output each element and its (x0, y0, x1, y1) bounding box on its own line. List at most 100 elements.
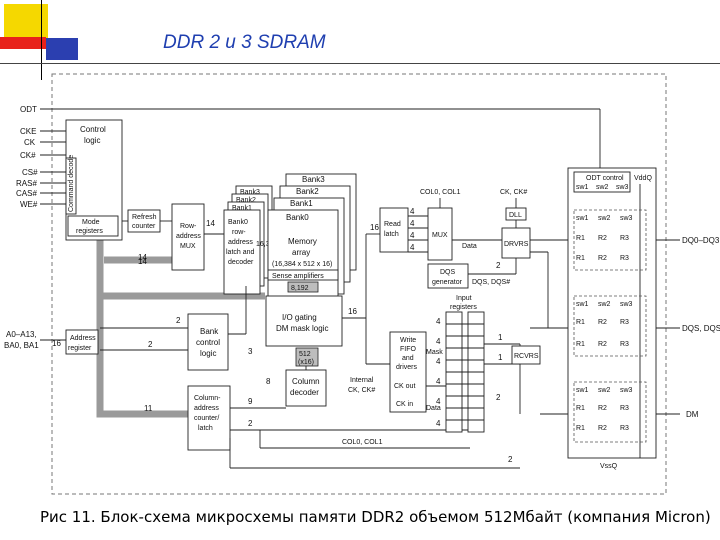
row-latch-label-4: latch and (226, 249, 255, 256)
size-8192-box (287, 281, 319, 293)
bank-control-label-3: logic (200, 349, 216, 358)
dll-label: DLL (509, 212, 522, 219)
rcvrs-label: RCVRS (514, 353, 539, 360)
bus-width-11: 11 (144, 404, 153, 413)
data-small-label: Data (426, 405, 441, 412)
bus-width-2-e: 2 (496, 261, 501, 270)
memory-array-label-1: Bank0 (286, 213, 309, 222)
ck-in-label: CK in (396, 401, 413, 408)
column-decoder-block (285, 369, 327, 407)
write-fifo-label-2: FIFO (400, 346, 416, 353)
bus-width-4-f: 4 (436, 337, 441, 346)
odt-group-bottom: sw1 sw2 sw3 R1 R2 R3 R1 R2 R3 (573, 381, 647, 443)
write-fifo-label-4: drivers (396, 364, 418, 371)
output-dm: DM (686, 410, 699, 419)
bus-width-1-a: 1 (498, 333, 503, 342)
bus-width-14-a: 14 (138, 253, 147, 262)
row-latch-bank2: Bank2 (236, 197, 256, 204)
odt-termination-block (567, 167, 657, 459)
write-fifo-label-3: and (402, 355, 414, 362)
mux-block (427, 207, 453, 261)
bank-control-label-1: Bank (200, 327, 219, 336)
bus-width-9: 9 (248, 397, 253, 406)
signal-bank-address: BA0, BA1 (4, 341, 39, 350)
bus-width-16-address: 16 (52, 339, 61, 348)
memory-array-label-3: array (292, 248, 310, 257)
odt-bot-sw1: sw1 (576, 387, 589, 394)
mask-label: Mask (426, 349, 443, 356)
signal-cs: CS# (22, 168, 38, 177)
io-gating-label-1: I/O gating (282, 313, 317, 322)
odt-control-block (573, 171, 631, 193)
odt-top-r3b: R3 (620, 255, 629, 262)
size-512-label: 512 (299, 351, 311, 358)
decor-red-bar (0, 37, 46, 49)
sense-amplifiers-label: Sense amplifiers (272, 273, 324, 280)
odt-bot-r3b: R3 (620, 425, 629, 432)
bank-control-label-2: control (196, 338, 220, 347)
odt-bot-r1b: R1 (576, 425, 585, 432)
bus-width-2-f: 2 (496, 393, 501, 402)
size-x16-label: (x16) (298, 359, 314, 366)
input-lines (40, 108, 601, 341)
memory-bank1: Bank1 (290, 199, 313, 208)
page-title: DDR 2 и 3 SDRAM (163, 32, 326, 53)
signal-ck: CK (24, 138, 36, 147)
bus-width-1-b: 1 (498, 353, 503, 362)
odt-top-r2b: R2 (598, 255, 607, 262)
odt-top-r1b: R1 (576, 255, 585, 262)
size-16384-label: 16,384 (256, 241, 278, 248)
row-latch-bank1: Bank1 (232, 205, 252, 212)
column-decoder-label-2: decoder (290, 388, 319, 397)
decor-vertical-line (41, 0, 42, 80)
chip-boundary (51, 73, 667, 495)
odt-mid-r3: R3 (620, 319, 629, 326)
column-counter-label-4: latch (198, 425, 213, 432)
control-logic-label-2: logic (84, 136, 100, 145)
row-latch-label-1: Bank0 (228, 219, 248, 226)
bus-width-4-j: 4 (436, 419, 441, 428)
mux-label: MUX (432, 232, 448, 239)
vddq-label: VddQ (634, 175, 652, 182)
bus-width-4-e: 4 (436, 317, 441, 326)
signal-cke: CKE (20, 127, 36, 136)
odt-top-sw1: sw1 (576, 215, 589, 222)
input-registers-stack (445, 311, 485, 433)
bus-width-2-d: 2 (508, 455, 513, 464)
column-counter-label-3: counter/ (194, 415, 219, 422)
odt-top-sw3: sw3 (620, 215, 633, 222)
odt-control-label: ODT control (586, 175, 624, 182)
figure-caption: Рис 11. Блок-схема микросхемы памяти DDR… (40, 508, 711, 526)
bus-width-8: 8 (266, 377, 271, 386)
vssq-label: VssQ (600, 463, 618, 470)
bus-width-2-b: 2 (148, 340, 153, 349)
data-label: Data (462, 243, 477, 250)
bus-width-4-i: 4 (436, 397, 441, 406)
decor-horizontal-line (0, 63, 720, 64)
io-gating-label-2: DM mask logic (276, 324, 328, 333)
row-latch-stack: Bank3 Bank2 Bank1 Bank0 row- address lat… (223, 185, 273, 295)
column-counter-label-1: Column- (194, 395, 221, 402)
output-dq: DQ0–DQ3 (682, 236, 720, 245)
signal-ck-n: CK# (20, 151, 36, 160)
address-register-label-1: Address (70, 335, 96, 342)
bus-width-2-a: 2 (176, 316, 181, 325)
signal-ras: RAS# (16, 179, 37, 188)
internal-ck-label-1: Internal (350, 377, 374, 384)
odt-group-top: sw1 sw2 sw3 R1 R2 R3 R1 R2 R3 (573, 209, 647, 271)
odt-sw1-label: sw1 (576, 184, 589, 191)
signal-address: A0–A13, (6, 330, 37, 339)
output-dqs: DQS, DQS# (682, 324, 720, 333)
odt-mid-r1: R1 (576, 319, 585, 326)
bus-width-4-b: 4 (410, 219, 415, 228)
bus-width-4-g: 4 (436, 357, 441, 366)
size-8192-label: 8,192 (291, 285, 309, 292)
dqs-generator-label-1: DQS (440, 269, 456, 276)
bus-width-4-d: 4 (410, 243, 415, 252)
input-registers-label-1: Input (456, 295, 472, 302)
memory-array-label-2: Memory (288, 237, 317, 246)
drvrs-block (501, 227, 531, 259)
odt-mid-sw1: sw1 (576, 301, 589, 308)
memory-array-label-4: (16,384 x 512 x 16) (272, 261, 332, 268)
read-latch-label-2: latch (384, 231, 399, 238)
